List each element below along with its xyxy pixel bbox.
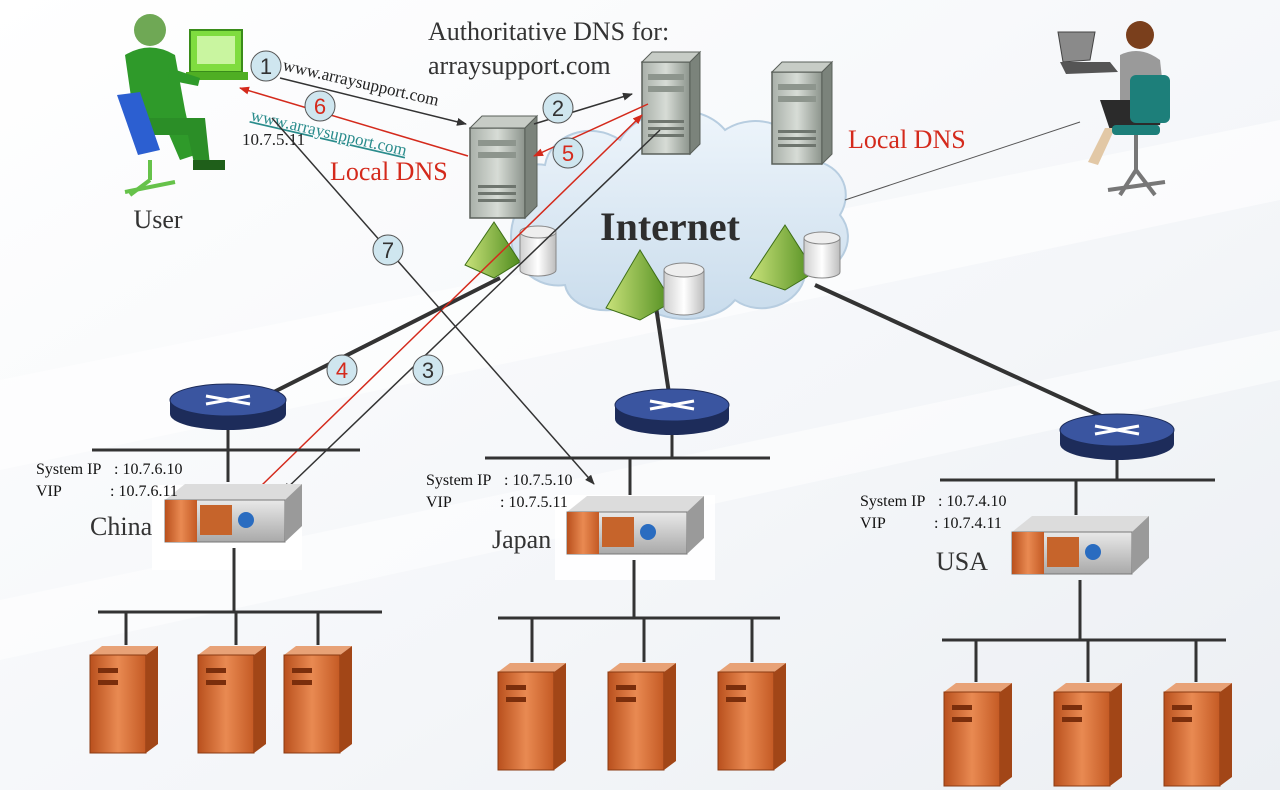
backend-server-japan-2: [607, 663, 676, 771]
local-dns-server-left: [468, 114, 539, 220]
site-usa: USA System IP : 10.7.4.10 VIP : 10.7.4.1…: [860, 413, 1232, 787]
authoritative-dns-domain: arraysupport.com: [428, 51, 611, 80]
arrow-step-1: [279, 77, 467, 126]
local-dns-label-left: Local DNS: [330, 157, 448, 186]
gslb-node-right: [749, 224, 841, 291]
svg-text:: 10.7.4.10: : 10.7.4.10: [938, 493, 1006, 510]
user-figure: User: [117, 14, 248, 234]
authoritative-dns-label: Authoritative DNS for:: [428, 17, 669, 46]
network-links: [261, 121, 1111, 422]
svg-text:: 10.7.4.11: : 10.7.4.11: [934, 515, 1002, 532]
step-circle-7: 7: [372, 234, 404, 266]
load-balancer-appliance-china: [164, 484, 302, 543]
step-circle-3: 3: [412, 354, 444, 386]
step-markers: 1 2 3 4 5 6 7: [250, 50, 584, 386]
user-label: User: [133, 205, 182, 234]
site-china: China System IP : 10.7.6.10 VIP : 10.7.6…: [36, 383, 382, 754]
resolved-ip-label: 10.7.5.11: [242, 130, 305, 149]
router-icon: [1059, 413, 1175, 460]
backend-server-china-1: [89, 646, 158, 754]
svg-text:: 10.7.6.11: : 10.7.6.11: [110, 483, 178, 500]
router-icon: [169, 383, 287, 430]
site-name-japan: Japan: [492, 525, 551, 554]
backend-server-usa-1: [943, 683, 1012, 787]
step-circle-5: 5: [552, 137, 584, 169]
svg-text:System IP: System IP: [36, 461, 101, 478]
svg-text:: 10.7.5.10: : 10.7.5.10: [504, 472, 572, 489]
step-circle-2: 2: [542, 92, 574, 124]
arrow-step-4: [261, 114, 643, 486]
arrow-step-5: [533, 103, 649, 157]
svg-text:VIP: VIP: [860, 515, 886, 532]
svg-text:4: 4: [336, 358, 348, 383]
arrow-step-6: [239, 86, 469, 157]
local-dns-label-right: Local DNS: [848, 125, 966, 154]
step-circle-6: 6: [304, 90, 336, 122]
svg-text:1: 1: [260, 54, 272, 79]
svg-text:System IP: System IP: [426, 472, 491, 489]
svg-text:VIP: VIP: [426, 494, 452, 511]
svg-text:6: 6: [314, 94, 326, 119]
arrow-step-7: [271, 117, 595, 485]
svg-text:System IP: System IP: [860, 493, 925, 510]
local-dns-server-right: [770, 60, 834, 166]
backend-server-usa-2: [1053, 683, 1122, 787]
backend-server-china-2: [197, 646, 266, 754]
site-japan: Japan System IP : 10.7.5.10 VIP : 10.7.5…: [426, 388, 786, 771]
flow-arrows: [239, 77, 661, 493]
svg-text:2: 2: [552, 96, 564, 121]
svg-text:: 10.7.5.11: : 10.7.5.11: [500, 494, 568, 511]
site-name-usa: USA: [936, 547, 988, 576]
step-circle-4: 4: [326, 354, 358, 386]
load-balancer-appliance-usa: [1011, 516, 1149, 575]
site-name-china: China: [90, 512, 153, 541]
svg-text:VIP: VIP: [36, 483, 62, 500]
backend-server-japan-1: [497, 663, 566, 771]
gslb-node-middle: [605, 249, 705, 321]
load-balancer-appliance-japan: [566, 496, 704, 555]
svg-text:7: 7: [382, 238, 394, 263]
remote-user-figure: [1057, 21, 1170, 197]
svg-text:: 10.7.6.10: : 10.7.6.10: [114, 461, 182, 478]
router-icon: [614, 388, 730, 435]
backend-server-china-3: [283, 646, 352, 754]
svg-text:5: 5: [562, 141, 574, 166]
internet-label: Internet: [600, 204, 741, 249]
backend-server-japan-3: [717, 663, 786, 771]
gslb-node-left: [464, 221, 557, 279]
backend-server-usa-3: [1163, 683, 1232, 787]
svg-text:3: 3: [422, 358, 434, 383]
arrow-step-3: [282, 129, 661, 493]
step-circle-1: 1: [250, 50, 282, 82]
